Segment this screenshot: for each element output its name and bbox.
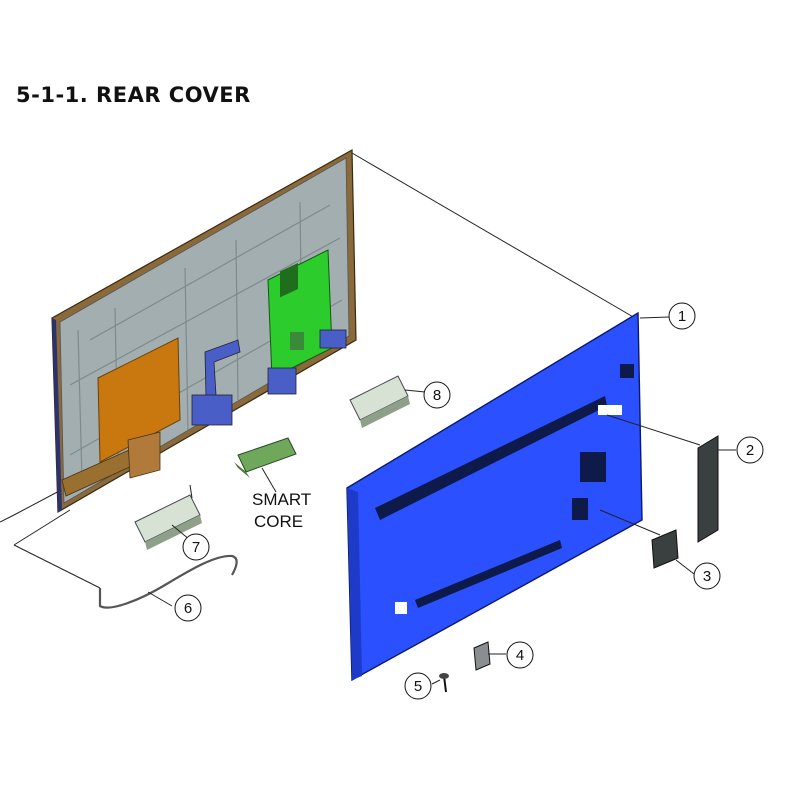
callout-6-text: 6 bbox=[184, 600, 192, 617]
callout-4: 4 bbox=[506, 641, 534, 669]
callout-8: 8 bbox=[423, 381, 451, 409]
part-6-cable bbox=[98, 554, 238, 609]
part-5-screw bbox=[431, 673, 449, 693]
callout-3: 3 bbox=[693, 562, 721, 590]
part-2-cover-strip bbox=[697, 435, 736, 543]
tv-panel-chassis bbox=[51, 148, 357, 514]
callout-5-text: 5 bbox=[414, 678, 422, 695]
rear-cover bbox=[346, 311, 701, 682]
callout-3-text: 3 bbox=[703, 568, 711, 585]
callout-2: 2 bbox=[736, 436, 764, 464]
callout-8-text: 8 bbox=[433, 387, 441, 404]
part-7-speaker bbox=[134, 484, 202, 550]
smart-core-label-line2: CORE bbox=[254, 512, 303, 531]
callout-2-text: 2 bbox=[746, 442, 754, 459]
smart-core-label-line1: SMART bbox=[252, 490, 311, 509]
callout-1: 1 bbox=[639, 302, 696, 330]
smart-core-module bbox=[234, 437, 297, 493]
callout-6: 6 bbox=[174, 594, 202, 622]
callout-5: 5 bbox=[404, 672, 432, 700]
part-4-bracket bbox=[473, 641, 506, 671]
page-title: 5-1-1. REAR COVER bbox=[16, 83, 251, 107]
power-board bbox=[97, 337, 181, 463]
callout-1-text: 1 bbox=[678, 308, 686, 325]
callout-7: 7 bbox=[182, 533, 210, 561]
callout-7-text: 7 bbox=[192, 539, 200, 556]
callout-4-text: 4 bbox=[516, 647, 524, 664]
part-8-speaker bbox=[349, 375, 426, 428]
part-3-plate bbox=[651, 529, 695, 575]
